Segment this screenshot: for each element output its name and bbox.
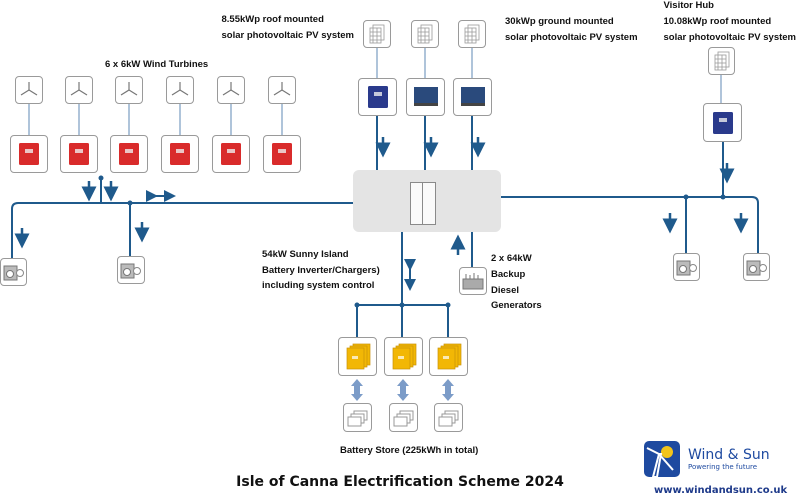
- battery-bank-3: [434, 403, 463, 432]
- wind-turbines-label: 6 x 6kW Wind Turbines: [105, 59, 209, 70]
- wind-turbine-icon: [120, 82, 138, 96]
- flow-arrows: [14, 137, 749, 255]
- battery-icon: [347, 410, 367, 426]
- battery-icon: [438, 410, 458, 426]
- brand-name: Wind & Sun: [688, 447, 770, 463]
- wind-inverter-6: [263, 135, 301, 173]
- diesel-label-3: Diesel: [491, 285, 519, 296]
- pv-inverter-icon: [712, 111, 733, 134]
- pv-inverter-3: [453, 78, 492, 116]
- battery-inverter-1: [338, 337, 377, 376]
- diesel-label-4: Generators: [491, 300, 542, 311]
- sunny-island-label-2: Battery Inverter/Chargers): [262, 265, 380, 276]
- wind-turbine-6: [268, 76, 296, 104]
- diagram-title: Isle of Canna Electrification Scheme 202…: [236, 474, 564, 490]
- battery-inverter-icon: [392, 343, 416, 369]
- wind-inverter-icon: [272, 143, 292, 165]
- ground-pv-label-2: solar photovoltaic PV system: [505, 32, 638, 43]
- wind-inverter-2: [60, 135, 98, 173]
- wind-inverter-4: [161, 135, 199, 173]
- battery-inverter-3: [429, 337, 468, 376]
- wind-inverter-3: [110, 135, 148, 173]
- consumer-load-2: [117, 256, 145, 284]
- wind-turbine-icon: [171, 82, 189, 96]
- visitor-pv-inverter: [703, 103, 742, 142]
- consumer-load-icon: [676, 260, 697, 276]
- wind-turbine-icon: [273, 82, 291, 96]
- wind-turbine-3: [115, 76, 143, 104]
- pv-inverter-2: [406, 78, 445, 116]
- roof-pv-label-2: solar photovoltaic PV system: [221, 30, 354, 41]
- visitor-pv-label-3: solar photovoltaic PV system: [663, 32, 796, 43]
- wind-turbine-icon: [222, 82, 240, 96]
- visitor-pv-label-1: Visitor Hub: [663, 0, 714, 11]
- diesel-label-2: Backup: [491, 269, 526, 280]
- solar-panel-icon: [417, 24, 433, 44]
- wind-inverter-icon: [221, 143, 241, 165]
- visitor-pv-array: [708, 47, 735, 75]
- diesel-generator: [459, 267, 487, 295]
- junction-dots: [98, 175, 726, 308]
- battery-inverter-2: [384, 337, 423, 376]
- pv-array-3: [458, 20, 486, 48]
- wind-turbine-2: [65, 76, 93, 104]
- pv-inverter-icon: [460, 87, 485, 106]
- diesel-label-1: 2 x 64kW: [491, 253, 532, 264]
- distribution-hub: [353, 170, 501, 232]
- battery-icon: [393, 410, 413, 426]
- solar-panel-icon: [714, 51, 729, 71]
- wind-inverter-1: [10, 135, 48, 173]
- wind-inverter-icon: [119, 143, 139, 165]
- pv-inverter-icon: [413, 87, 438, 106]
- wind-turbine-icon: [70, 82, 88, 96]
- wind-inverter-icon: [170, 143, 190, 165]
- ground-pv-label-1: 30kWp ground mounted: [505, 16, 614, 27]
- pv-array-2: [411, 20, 439, 48]
- dc-links: [28, 48, 722, 135]
- switch-cabinet-icon: [410, 182, 436, 225]
- battery-bank-1: [343, 403, 372, 432]
- diesel-generator-icon: [462, 273, 484, 290]
- brand-tagline: Powering the future: [688, 463, 758, 471]
- bidirectional-arrows: [146, 190, 416, 291]
- battery-store-label: Battery Store (225kWh in total): [340, 445, 479, 456]
- roof-pv-label-1: 8.55kWp roof mounted: [221, 14, 324, 25]
- battery-inverter-icon: [437, 343, 461, 369]
- visitor-pv-label: Visitor Hub 10.08kWp roof mounted solar …: [663, 0, 796, 46]
- solar-panel-icon: [464, 24, 480, 44]
- battery-inverter-icon: [346, 343, 370, 369]
- wind-turbine-4: [166, 76, 194, 104]
- visitor-pv-label-2: 10.08kWp roof mounted: [663, 16, 772, 27]
- wind-and-sun-logo-icon: [644, 441, 680, 478]
- consumer-load-4: [743, 253, 770, 281]
- roof-pv-label: 8.55kWp roof mounted solar photovoltaic …: [221, 12, 354, 44]
- wind-turbine-1: [15, 76, 43, 104]
- website-link[interactable]: www.windandsun.co.uk: [654, 485, 788, 496]
- pv-inverter-icon: [367, 86, 388, 108]
- consumer-load-1: [0, 258, 27, 286]
- wind-inverter-icon: [69, 143, 89, 165]
- consumer-load-3: [673, 253, 700, 281]
- battery-arrows: [351, 379, 454, 401]
- consumer-load-icon: [746, 260, 767, 276]
- sunny-island-label-1: 54kW Sunny Island: [262, 249, 349, 260]
- wind-inverter-icon: [19, 143, 39, 165]
- wind-turbine-icon: [20, 82, 38, 96]
- consumer-load-icon: [3, 265, 24, 281]
- solar-panel-icon: [369, 24, 385, 44]
- consumer-load-icon: [120, 263, 141, 279]
- wind-turbine-5: [217, 76, 245, 104]
- pv-inverter-1: [358, 78, 397, 116]
- battery-bank-2: [389, 403, 418, 432]
- pv-array-1: [363, 20, 391, 48]
- sunny-island-label-3: including system control: [262, 280, 375, 291]
- wind-inverter-5: [212, 135, 250, 173]
